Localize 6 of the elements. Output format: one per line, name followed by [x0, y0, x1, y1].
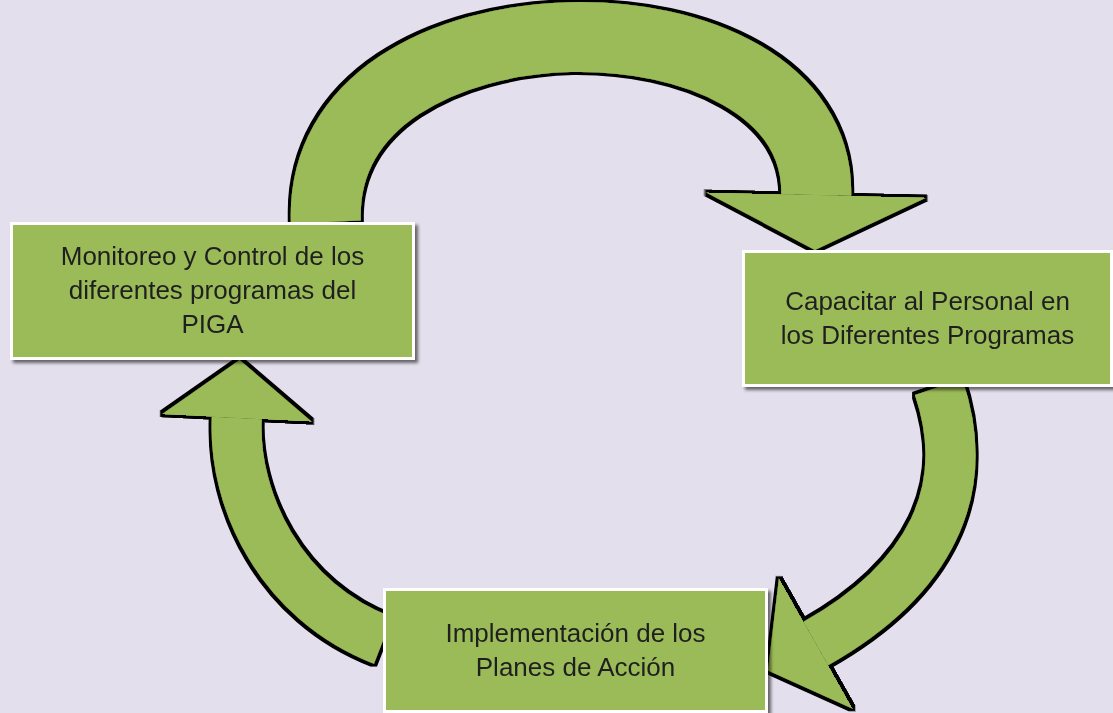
box-label: Monitoreo y Control de los diferentes programas del PIGA	[59, 240, 366, 341]
process-box	[10, 222, 415, 360]
box-label: Implementación de los Planes de Acción	[444, 616, 707, 684]
process-box	[742, 250, 1113, 387]
process-box	[383, 588, 768, 713]
box-label: Capacitar al Personal en los Diferentes Programas	[779, 284, 1076, 352]
